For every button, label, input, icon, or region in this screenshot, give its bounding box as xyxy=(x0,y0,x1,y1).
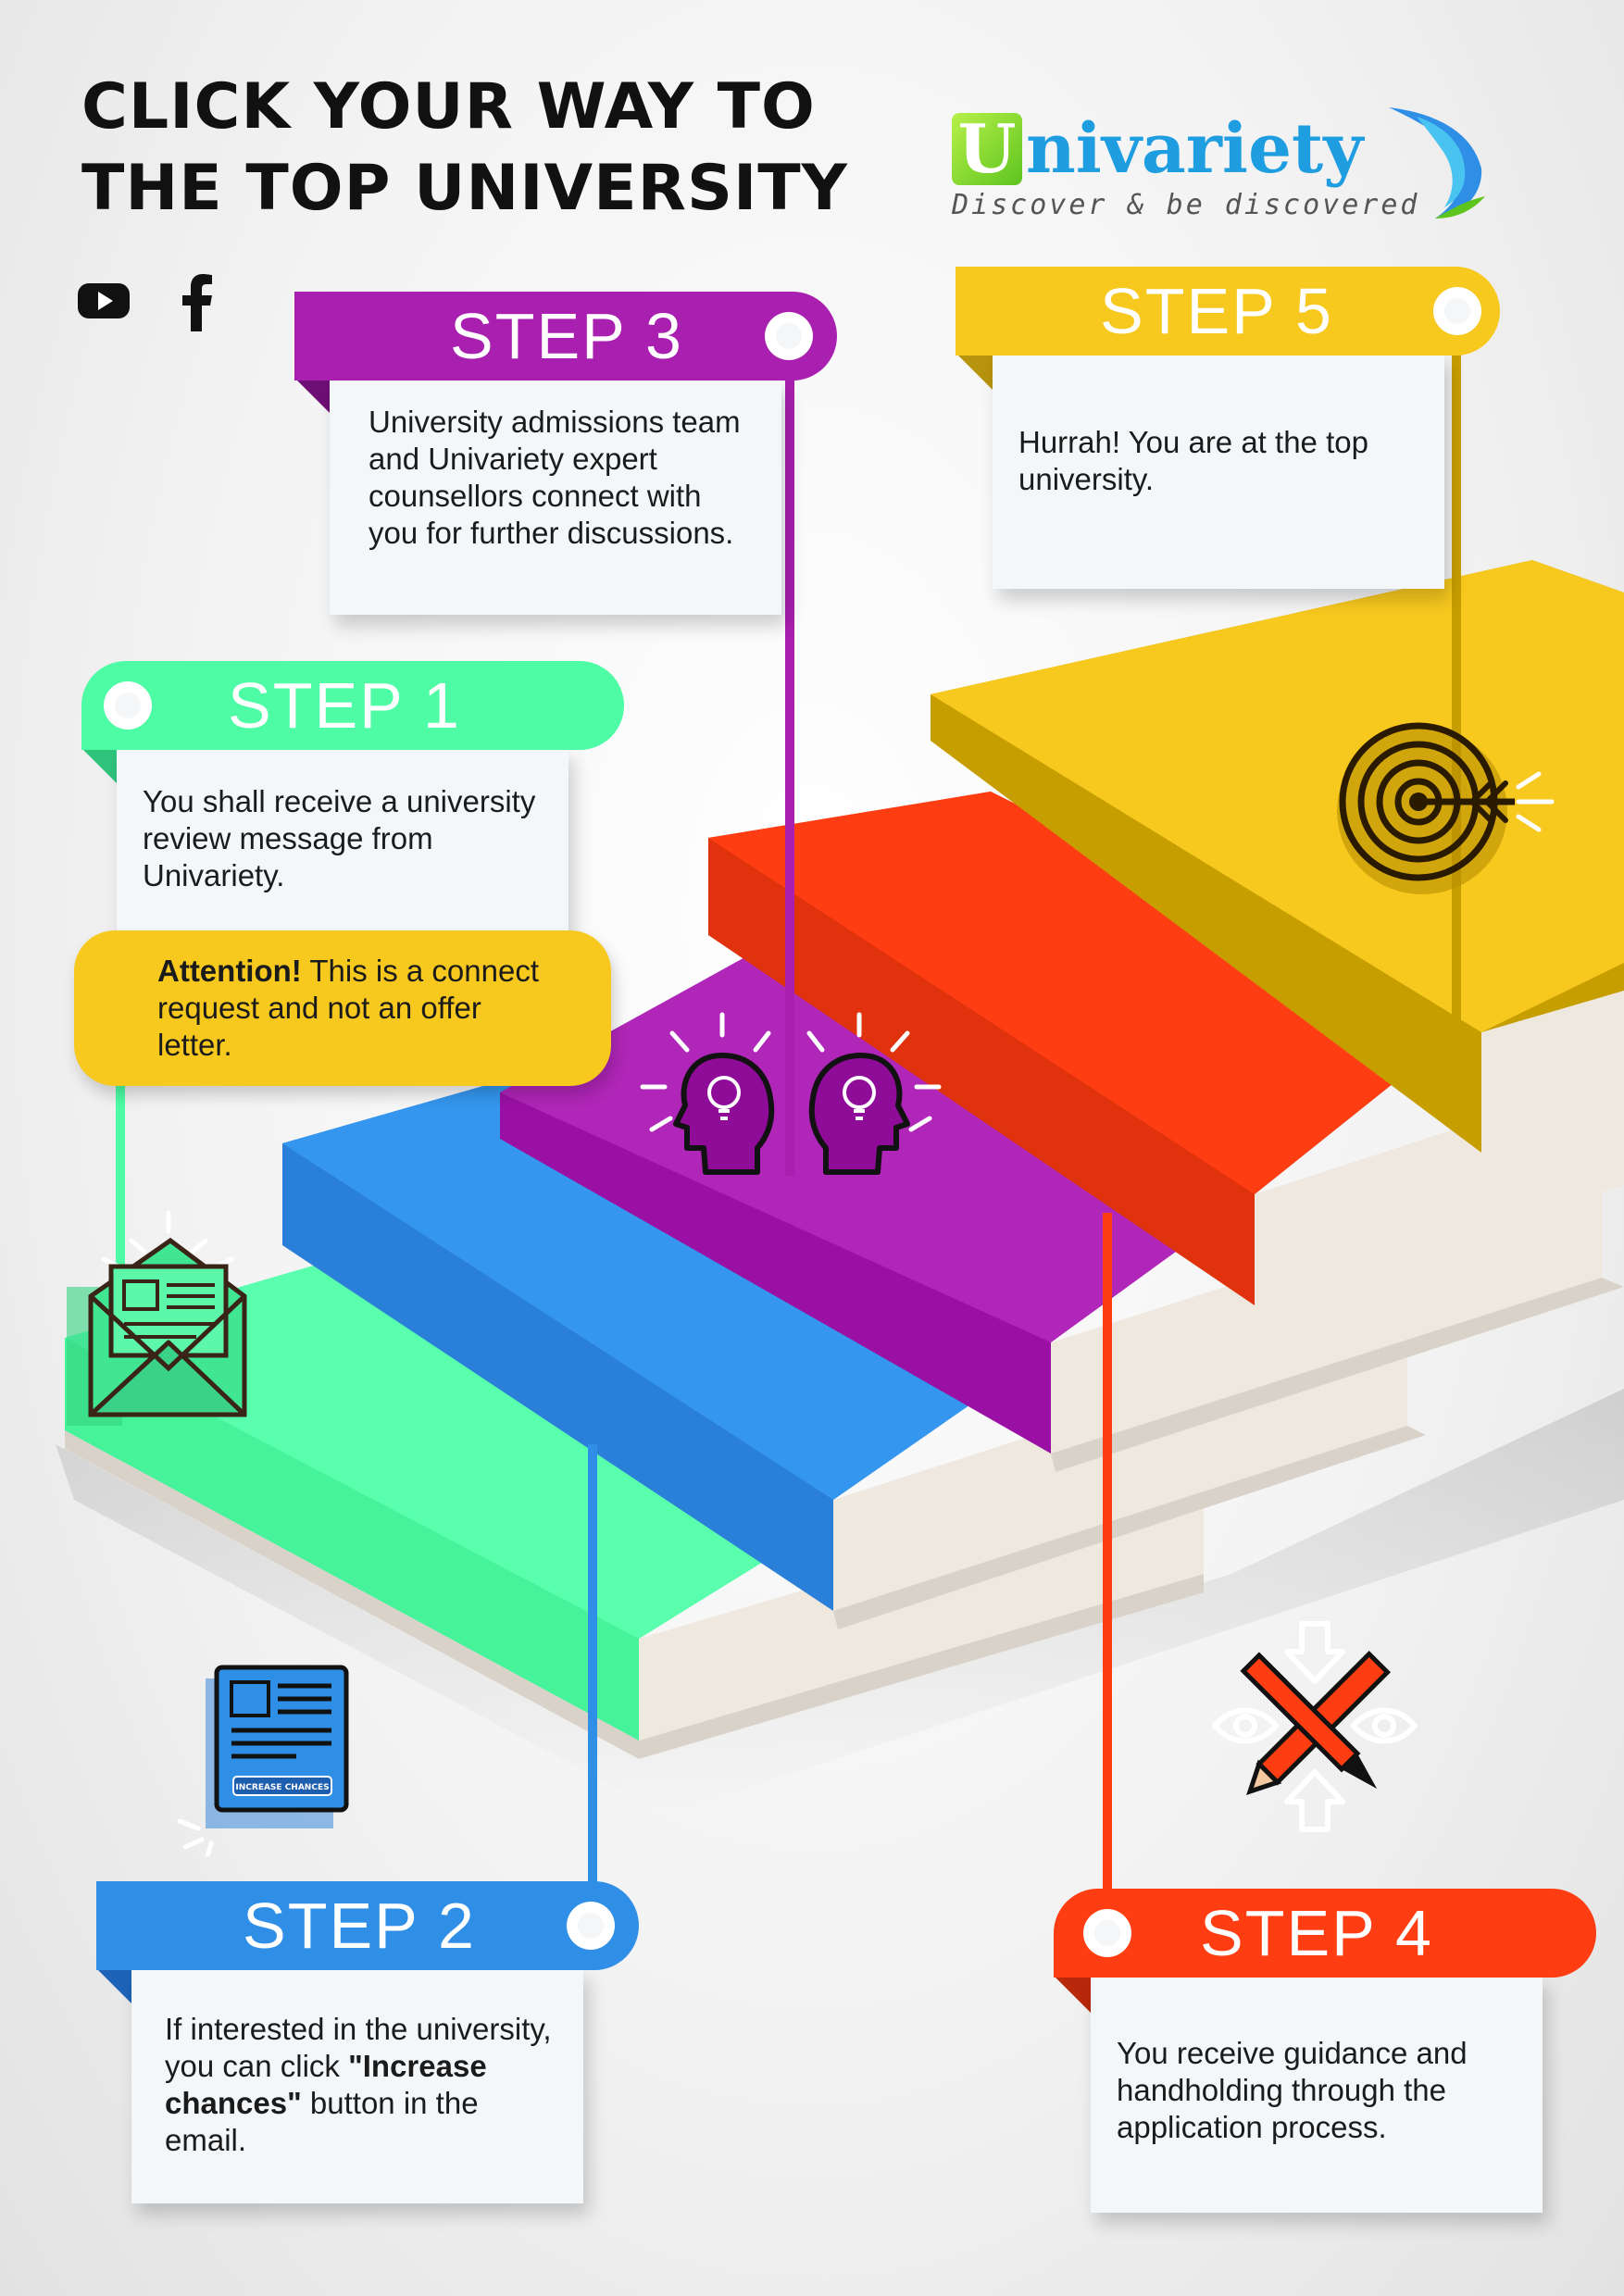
step1-text: You shall receive a university review me… xyxy=(143,784,536,892)
step5-text: Hurrah! You are at the top university. xyxy=(1018,425,1368,496)
step2-fold xyxy=(96,1968,133,2005)
step3-label: STEP 3 xyxy=(450,300,683,372)
step2-banner: STEP 2 xyxy=(96,1881,639,1970)
step2-text: If interested in the university, you can… xyxy=(165,2011,556,2159)
step4-fold xyxy=(1054,1976,1091,2013)
youtube-icon[interactable] xyxy=(74,278,133,322)
step1-banner: STEP 1 xyxy=(81,661,624,750)
stair-riser xyxy=(1051,1167,1602,1454)
stair-step-1-top xyxy=(65,1254,833,1639)
univariety-logo: U nivariety Discover & be discovered xyxy=(944,104,1500,233)
facebook-icon[interactable] xyxy=(181,274,213,331)
step1-knob xyxy=(104,681,152,730)
pencil-pen-icon xyxy=(1212,1621,1418,1832)
step5-card: Hurrah! You are at the top university. xyxy=(993,354,1444,589)
step2-text-bold: "Increase chances" xyxy=(165,2049,487,2120)
step3-fold xyxy=(294,378,331,415)
step4-label: STEP 4 xyxy=(1200,1897,1433,1969)
step4-banner: STEP 4 xyxy=(1054,1889,1596,1978)
stair-edge xyxy=(1051,1278,1624,1472)
step3-banner: STEP 3 xyxy=(294,292,837,381)
title-line-1: CLICK YOUR WAY TO xyxy=(81,70,816,144)
step5-label: STEP 5 xyxy=(1100,275,1333,347)
step1-fold xyxy=(81,748,119,785)
attention-note: Attention! This is a connect request and… xyxy=(74,930,611,1086)
target-arrow-icon xyxy=(1337,722,1555,894)
step2-label: STEP 2 xyxy=(243,1890,476,1962)
step2-text-after: button in the email. xyxy=(165,2086,479,2157)
step3-card: University admissions team and Univariet… xyxy=(330,380,781,615)
step1-card: You shall receive a university review me… xyxy=(117,748,568,942)
step2-text-before: If interested in the university, you can… xyxy=(165,2012,552,2083)
increase-chances-mini-label: INCREASE CHANCES xyxy=(235,1783,329,1792)
step5-fold xyxy=(956,353,993,390)
logo-word: nivariety xyxy=(1026,109,1364,189)
step3-text: University admissions team and Univariet… xyxy=(369,405,741,550)
step4-knob xyxy=(1083,1909,1131,1957)
step1-label: STEP 1 xyxy=(228,669,461,742)
document-icon: INCREASE CHANCES xyxy=(177,1665,349,1856)
stair-step-5-top xyxy=(931,560,1624,1032)
step4-text: You receive guidance and handholding thr… xyxy=(1117,2036,1468,2144)
thinking-heads-icon xyxy=(640,1012,942,1175)
step4-card: You receive guidance and handholding thr… xyxy=(1091,1976,1543,2213)
logo-tagline: Discover & be discovered xyxy=(952,189,1420,221)
step3-knob xyxy=(765,312,813,360)
step5-knob xyxy=(1433,287,1481,335)
logo-letter: U xyxy=(952,113,1022,185)
attention-bold: Attention! xyxy=(157,954,302,988)
bird-logo-icon xyxy=(1389,107,1485,218)
step5-banner: STEP 5 xyxy=(956,267,1500,356)
stair-step-4-top xyxy=(708,792,1463,1194)
step2-knob xyxy=(567,1902,615,1950)
attention-text: This is a connect request and not an off… xyxy=(157,954,539,1062)
title-line-2: THE TOP UNIVERSITY xyxy=(81,152,848,225)
step2-card: If interested in the university, you can… xyxy=(131,1968,583,2203)
envelope-icon xyxy=(67,1210,247,1426)
page-title: CLICK YOUR WAY TO THE TOP UNIVERSITY xyxy=(81,67,878,230)
stair-shadow xyxy=(56,1389,1624,1815)
stair-riser xyxy=(1481,991,1624,1153)
stair-step-2-top xyxy=(282,1060,1046,1500)
stair-edge xyxy=(833,1426,1426,1629)
